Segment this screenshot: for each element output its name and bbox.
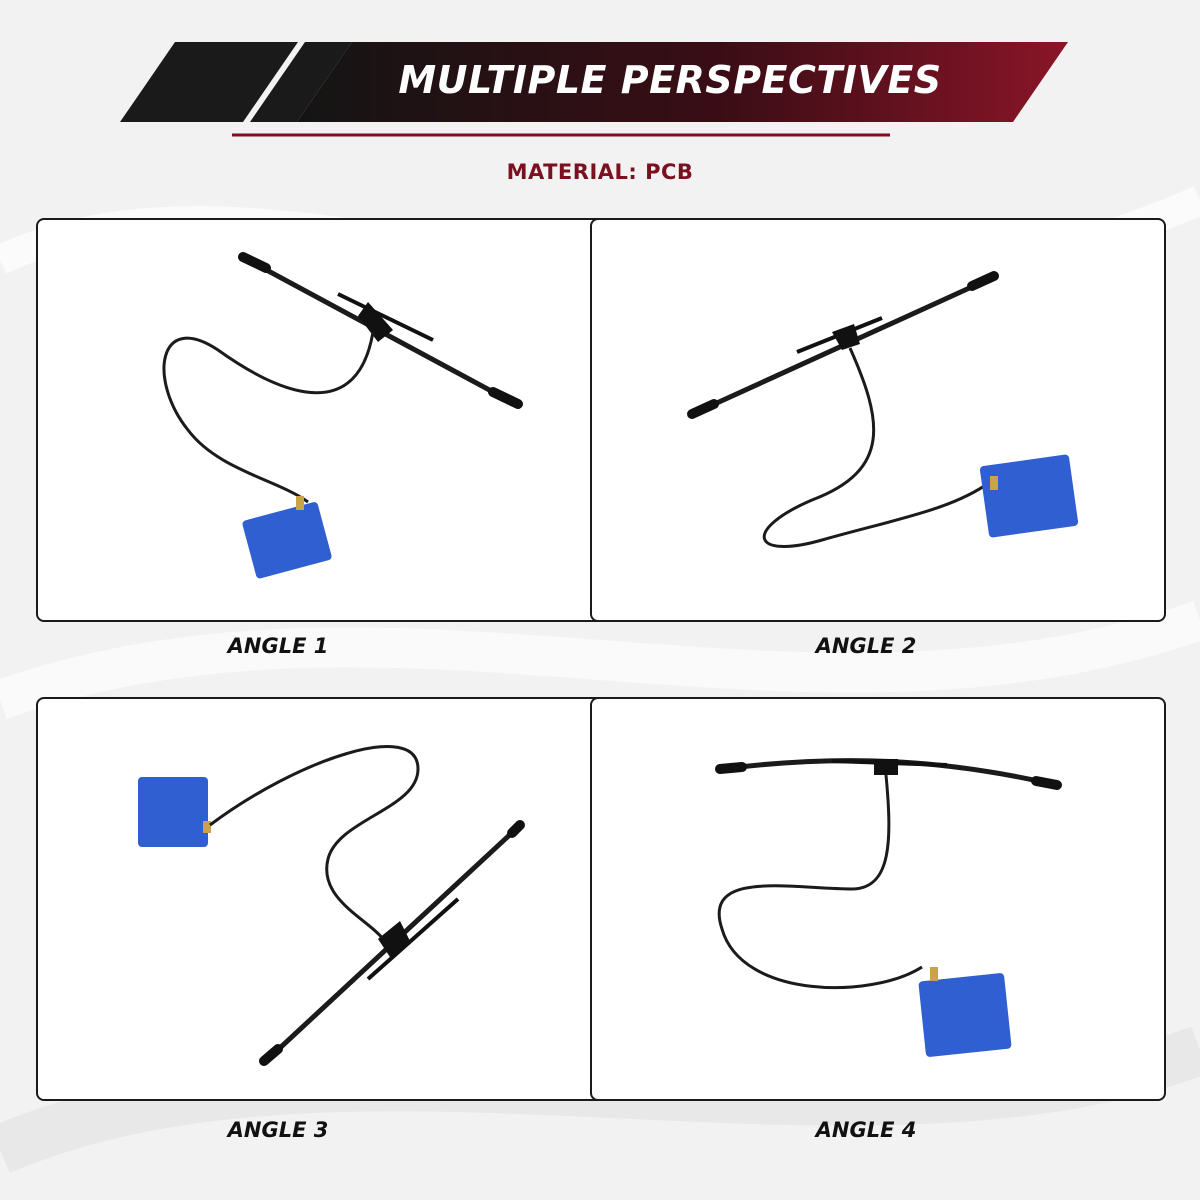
header-banner bbox=[120, 42, 1068, 137]
caption-angle-4: ANGLE 4 bbox=[815, 1118, 917, 1142]
antenna-receiver-illustration bbox=[162, 252, 523, 579]
antenna-receiver-illustration bbox=[715, 758, 1062, 1057]
caption-angle-1: ANGLE 1 bbox=[227, 634, 329, 658]
product-image-angle-1 bbox=[36, 218, 612, 622]
product-image-angle-4 bbox=[590, 697, 1166, 1101]
antenna-receiver-illustration bbox=[138, 745, 525, 1066]
caption-angle-2: ANGLE 2 bbox=[815, 634, 917, 658]
page-title: MULTIPLE PERSPECTIVES bbox=[398, 58, 942, 102]
caption-angle-3: ANGLE 3 bbox=[227, 1118, 329, 1142]
product-image-angle-3 bbox=[36, 697, 612, 1101]
antenna-receiver-illustration bbox=[687, 271, 1079, 548]
material-subtitle: MATERIAL: PCB bbox=[506, 160, 694, 184]
product-image-angle-2 bbox=[590, 218, 1166, 622]
